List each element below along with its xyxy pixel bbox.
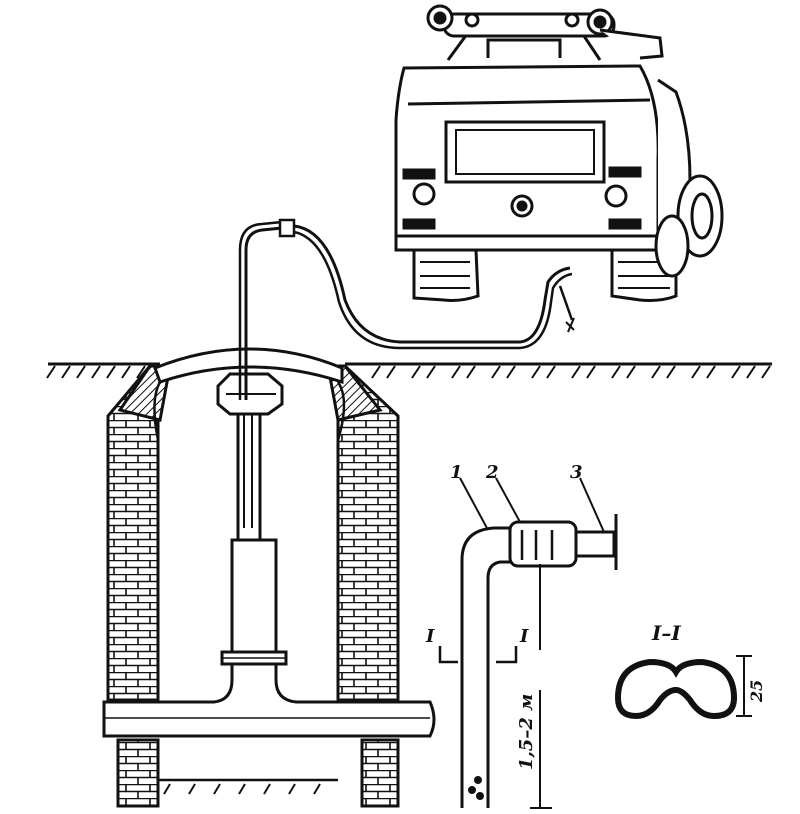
right-wall-base [360, 738, 400, 808]
label-section-title: I–I [651, 621, 681, 645]
cleaning-truck [394, 4, 724, 302]
label-length: 1,5–2 м [516, 694, 537, 770]
manhole-well [106, 347, 400, 808]
label-section-left: I [425, 626, 435, 647]
label-part-1: 1 [450, 462, 463, 483]
nozzle-detail [438, 477, 618, 809]
sewer-pipe [102, 372, 436, 738]
label-section-right: I [519, 626, 529, 647]
cross-section [614, 655, 752, 720]
ground-surface [46, 362, 772, 379]
label-part-2: 2 [485, 462, 499, 483]
coupling [508, 520, 578, 568]
label-dimension-25: 25 [747, 680, 766, 703]
hose-coupling [278, 218, 296, 238]
nozzle-tip [574, 530, 616, 558]
well-arch [153, 347, 344, 385]
label-part-3: 3 [570, 462, 583, 483]
supply-hose [238, 218, 575, 400]
right-brick-wall [336, 364, 400, 702]
left-wall-base [116, 738, 160, 808]
